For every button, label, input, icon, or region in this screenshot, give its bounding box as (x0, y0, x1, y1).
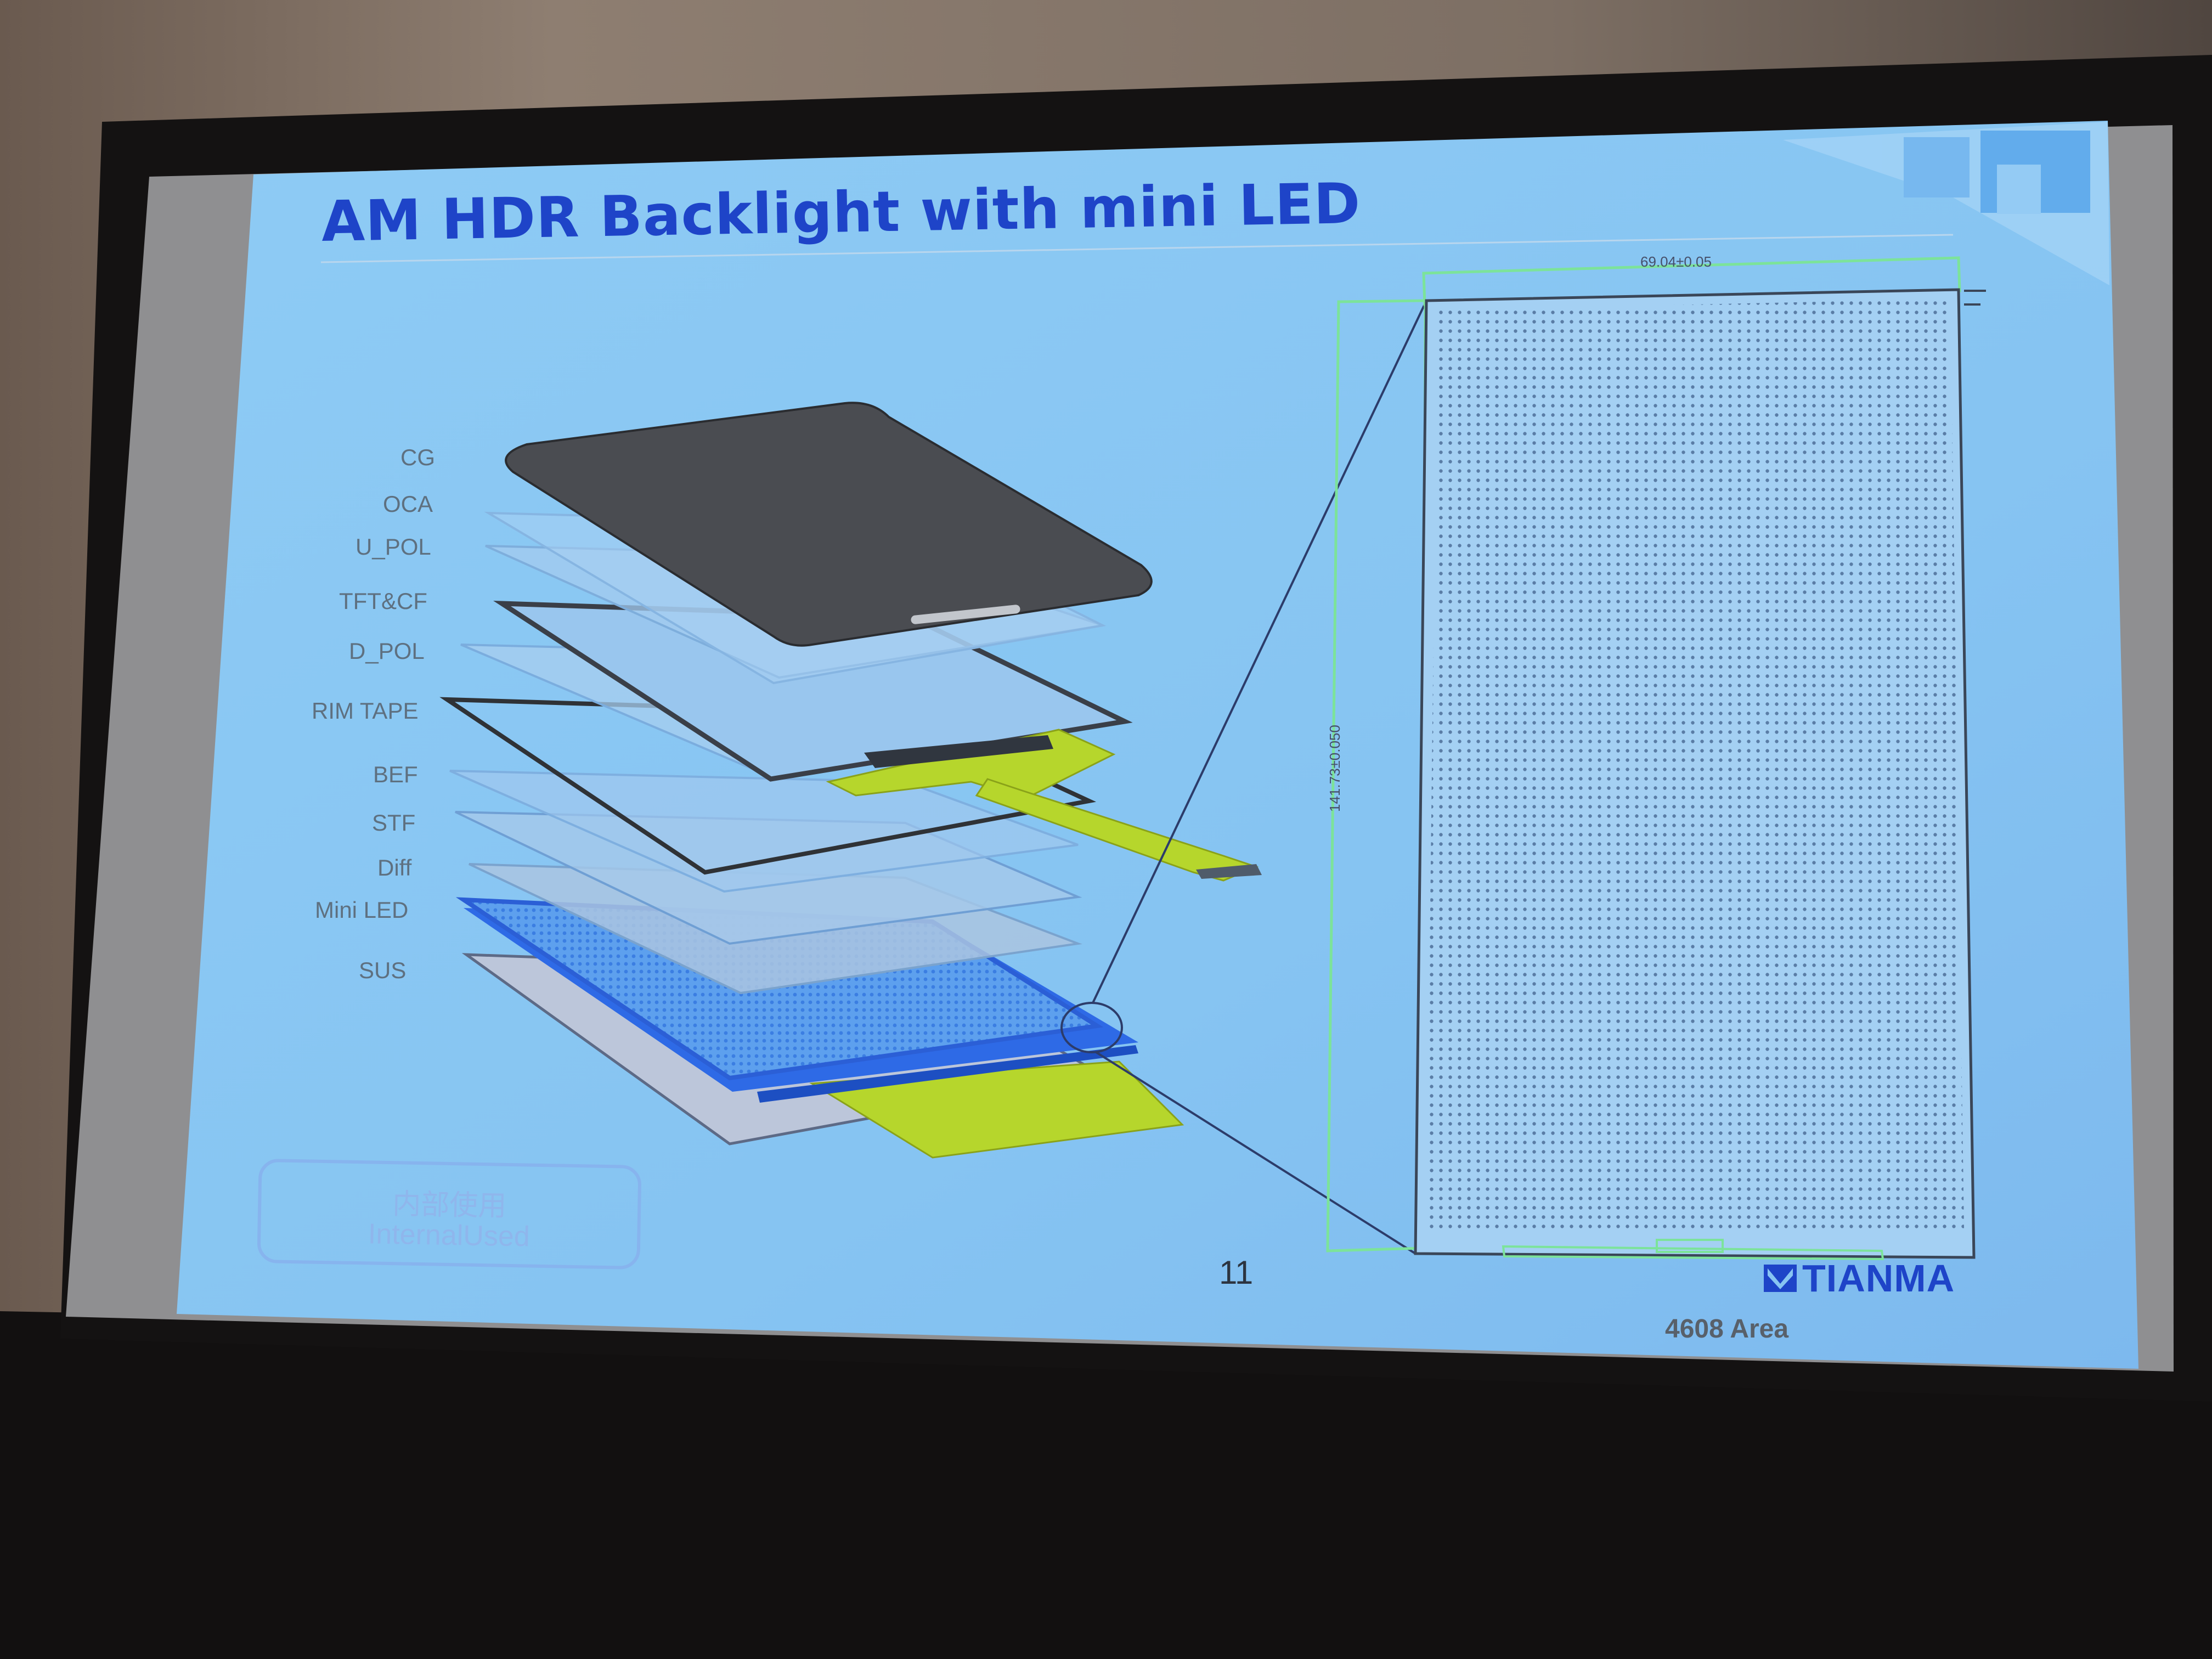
layer-label-stf: STF (372, 810, 416, 836)
floor-shadow (0, 1311, 2212, 1659)
area-caption: 4608 Area (1665, 1314, 1789, 1344)
layer-label-diff: Diff (377, 855, 412, 881)
title-rule (320, 234, 1954, 263)
layer-label-oca: OCA (383, 491, 433, 517)
layer-label-tft-cf: TFT&CF (339, 588, 427, 614)
zoom-line-bottom (1095, 1051, 1417, 1255)
bottom-connector-outline (1502, 1245, 1884, 1261)
tianma-logo-icon (1764, 1265, 1797, 1292)
mini-led-edge-strip (757, 1045, 1138, 1103)
internal-use-stamp: 内部使用 InternalUsed (257, 1158, 642, 1270)
stamp-text-english: InternalUsed (368, 1218, 531, 1253)
layer-label-u-pol: U_POL (356, 534, 431, 560)
layer-label-bef: BEF (373, 761, 418, 787)
corner-decoration (1783, 122, 2109, 285)
height-dimension-label: 141.73±0.050 (1327, 725, 1343, 812)
brand-name: TIANMA (1802, 1257, 1955, 1300)
speaker-slot (911, 605, 1020, 624)
page-number: 11 (1219, 1254, 1254, 1291)
bottom-tab (1656, 1239, 1724, 1253)
flex-connector (1196, 864, 1262, 879)
layer-label-d-pol: D_POL (349, 638, 425, 664)
led-dot-array (1426, 299, 1964, 1232)
layer-label-rim-tape: RIM TAPE (312, 698, 419, 724)
magnify-circle (1060, 1002, 1123, 1053)
width-dimension-label: 69.04±0.05 (1640, 253, 1712, 270)
driver-ic (864, 735, 1053, 768)
layer-label-sus: SUS (359, 957, 407, 983)
layer-label-mini-led: Mini LED (315, 897, 409, 923)
layer-stack-diagram (439, 300, 1427, 1255)
led-layout-drawing (1326, 256, 1986, 1261)
cover-glass (505, 402, 1153, 647)
layer-label-cg: CG (400, 444, 435, 470)
bef-film (449, 770, 1079, 893)
zoom-line-top (1092, 300, 1427, 1003)
